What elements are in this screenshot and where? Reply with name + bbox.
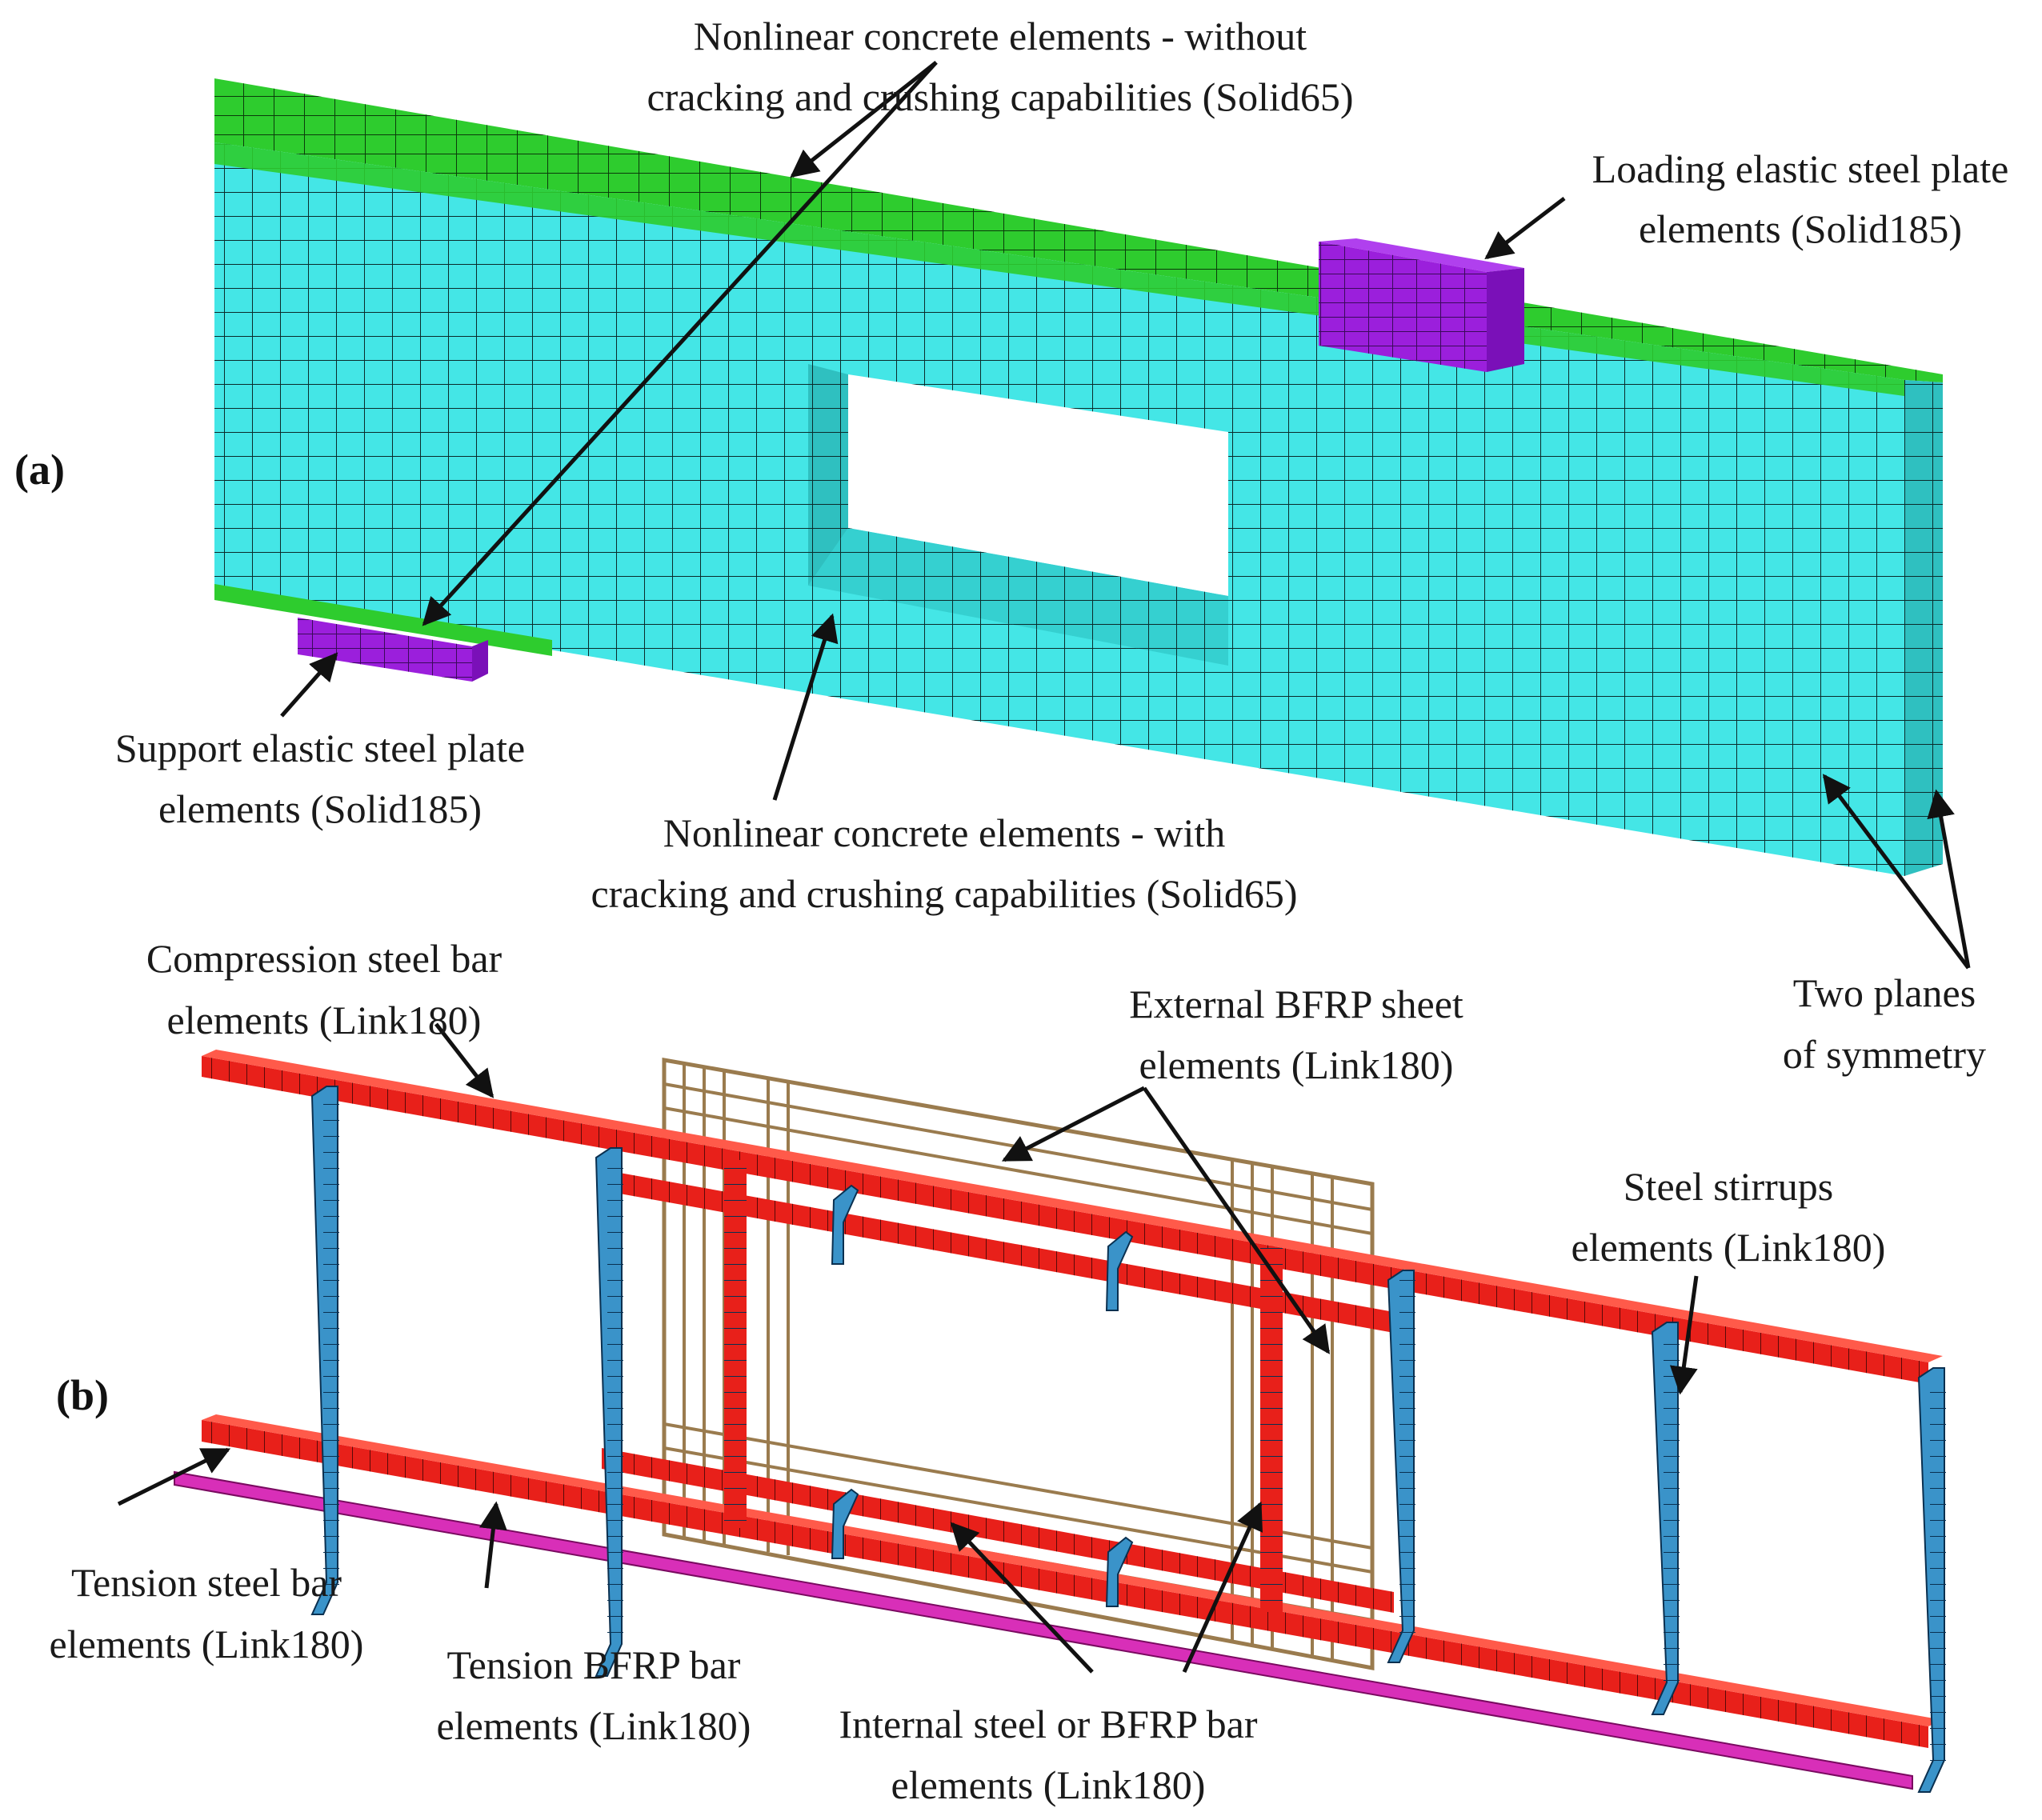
- annotation-arrows: [117, 61, 1971, 1674]
- label-symmetry-1: Two planes: [1793, 970, 1976, 1015]
- label-tension-steel-1: Tension steel bar: [71, 1560, 342, 1605]
- panel-label-a: (a): [14, 446, 65, 494]
- label-nonlinear-with-2: cracking and crushing capabilities (Soli…: [591, 871, 1297, 916]
- label-compression-bar-2: elements (Link180): [167, 998, 482, 1042]
- label-loading-plate-1: Loading elastic steel plate: [1592, 146, 2009, 191]
- beam-bottom-strip: [214, 584, 552, 656]
- label-nonlinear-without-1: Nonlinear concrete elements - without: [694, 14, 1307, 58]
- label-stirrups-2: elements (Link180): [1572, 1225, 1886, 1270]
- label-internal-bar-2: elements (Link180): [891, 1762, 1206, 1807]
- label-tension-steel-2: elements (Link180): [50, 1622, 364, 1666]
- label-internal-bar-1: Internal steel or BFRP bar: [839, 1702, 1257, 1746]
- label-support-plate-1: Support elastic steel plate: [115, 726, 525, 770]
- beam-model: [214, 78, 1943, 876]
- label-loading-plate-2: elements (Solid185): [1639, 206, 1962, 251]
- label-external-bfrp-1: External BFRP sheet: [1129, 982, 1463, 1026]
- label-nonlinear-with-1: Nonlinear concrete elements - with: [663, 810, 1226, 855]
- label-external-bfrp-2: elements (Link180): [1139, 1042, 1454, 1087]
- steel-stirrups: [310, 1086, 1946, 1793]
- beam-opening: [848, 374, 1228, 596]
- label-compression-bar-1: Compression steel bar: [146, 936, 502, 981]
- label-tension-bfrp-1: Tension BFRP bar: [447, 1642, 741, 1687]
- label-stirrups-1: Steel stirrups: [1624, 1164, 1833, 1209]
- label-nonlinear-without-2: cracking and crushing capabilities (Soli…: [647, 74, 1353, 119]
- loading-plate-top: [1319, 238, 1524, 272]
- reinforcement-model: [174, 1050, 1946, 1793]
- label-tension-bfrp-2: elements (Link180): [437, 1703, 751, 1748]
- label-symmetry-2: of symmetry: [1783, 1032, 1986, 1077]
- label-support-plate-2: elements (Solid185): [158, 786, 482, 831]
- panel-label-b: (b): [56, 1371, 109, 1419]
